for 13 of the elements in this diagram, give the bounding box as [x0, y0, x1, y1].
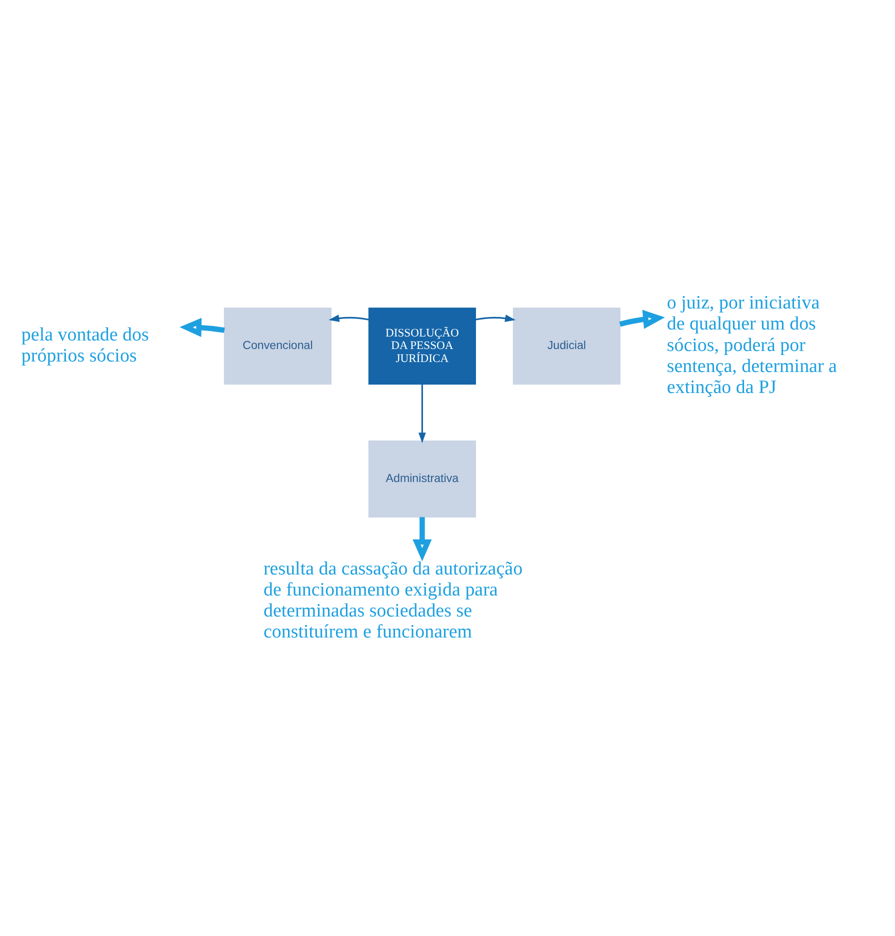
node-box: Administrativa — [368, 440, 476, 518]
node-text: resulta da cassação da autorização de funcionamento exigida para determinadas sociedades se constituírem e funcionarem — [263, 558, 523, 642]
arrow — [619, 309, 665, 328]
node-box: DISSOLUÇÃO DA PESSOA JURÍDICA — [368, 307, 476, 384]
arrow — [328, 314, 369, 322]
node-text: pela vontade dos próprios sócios — [21, 324, 149, 366]
arrow — [418, 384, 426, 443]
arrow — [180, 317, 225, 337]
node-text: o juiz, por iniciativa de qualquer um dos sócios, poderá por sentença, determinar a extinção da PJ — [666, 292, 837, 398]
node-box: Convencional — [224, 307, 332, 384]
node-box: Judicial — [512, 307, 620, 384]
arrow — [412, 516, 432, 561]
arrow — [475, 314, 516, 322]
